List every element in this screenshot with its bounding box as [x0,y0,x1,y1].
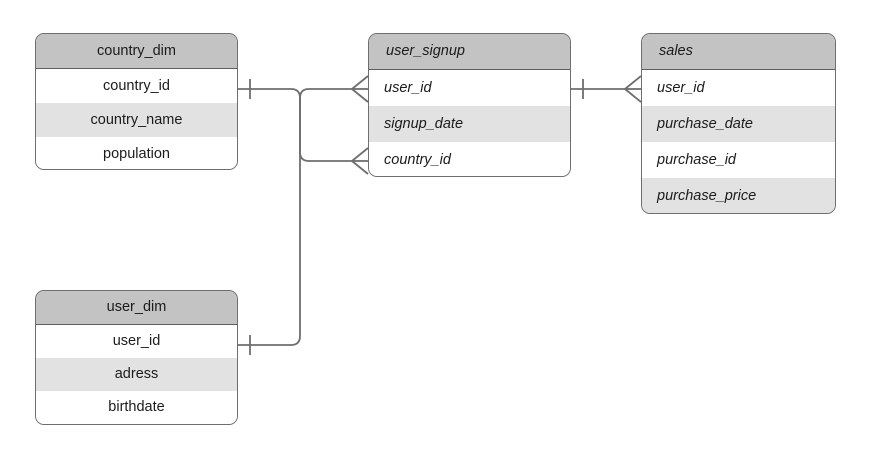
field-row-birthdate[interactable]: birthdate [36,391,237,424]
field-row-purchase-price[interactable]: purchase_price [642,178,835,213]
entity-user-signup[interactable]: user_signup user_id signup_date country_… [368,33,571,177]
entity-title-country-dim: country_dim [36,34,237,69]
connector-country-dim-to-user-signup [238,88,352,162]
field-row-country-id-fk[interactable]: country_id [369,142,570,176]
entity-country-dim[interactable]: country_dim country_id country_name popu… [35,33,238,170]
field-row-purchase-date[interactable]: purchase_date [642,106,835,142]
entity-title-user-dim: user_dim [36,291,237,325]
field-row-country-name[interactable]: country_name [36,103,237,137]
crowsfoot-user-signup-user-id [351,75,369,103]
field-row-user-id[interactable]: user_id [369,70,570,106]
crowsfoot-user-signup-country-id [351,147,369,175]
field-row-population[interactable]: population [36,137,237,169]
field-row-sales-user-id[interactable]: user_id [642,70,835,106]
field-row-user-dim-user-id[interactable]: user_id [36,325,237,358]
field-row-purchase-id[interactable]: purchase_id [642,142,835,178]
entity-user-dim[interactable]: user_dim user_id adress birthdate [35,290,238,425]
connector-user-dim-to-user-signup [238,88,352,346]
field-row-signup-date[interactable]: signup_date [369,106,570,142]
entity-sales[interactable]: sales user_id purchase_date purchase_id … [641,33,836,214]
entity-title-user-signup: user_signup [369,34,570,70]
crowsfoot-sales-user-id [624,75,642,103]
field-row-country-id[interactable]: country_id [36,69,237,103]
entity-title-sales: sales [642,34,835,70]
field-row-adress[interactable]: adress [36,358,237,391]
